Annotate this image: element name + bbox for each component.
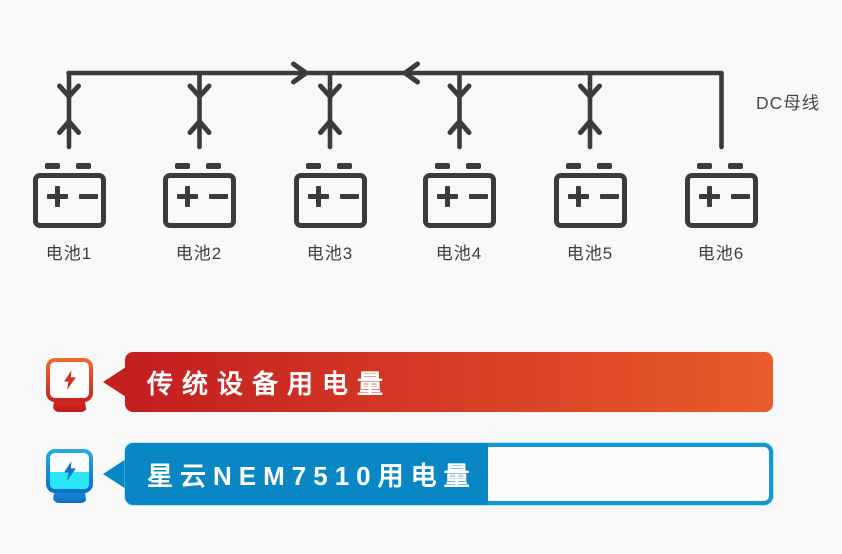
battery-terminal-minus [466, 163, 481, 169]
nem7510-usage-bar: 星云NEM7510用电量 [125, 443, 773, 505]
battery-3: 电池3 [294, 163, 367, 263]
bus-right-arrow [291, 61, 309, 85]
red-bar-tail [103, 367, 126, 397]
liquid-level [50, 472, 89, 489]
minus-sign [340, 194, 359, 199]
minus-sign [79, 194, 98, 199]
meter-screen [46, 449, 93, 493]
battery-terminal-plus [45, 163, 60, 169]
battery-body [294, 173, 367, 228]
dc-bus-line [66, 70, 724, 150]
plus-sign [308, 186, 329, 207]
power-meter-blue-icon [46, 449, 93, 503]
plus-sign [437, 186, 458, 207]
flow-up-arrows [57, 119, 602, 135]
battery-terminal-minus [76, 163, 91, 169]
battery-body [554, 173, 627, 228]
plus-sign [47, 186, 68, 207]
battery-terminal-minus [728, 163, 743, 169]
battery-label: 电池5 [566, 244, 614, 263]
battery-terminal-minus [597, 163, 612, 169]
nem7510-usage-label: 星云NEM7510用电量 [147, 460, 477, 491]
meter-foot [52, 493, 87, 503]
meter-inner [50, 453, 89, 489]
plus-sign [568, 186, 589, 207]
dc-bus-label: DC母线 [756, 93, 821, 113]
blue-bar-tail [103, 459, 126, 489]
meter-screen [46, 358, 93, 402]
battery-terminal-plus [566, 163, 581, 169]
battery-2: 电池2 [163, 163, 236, 263]
traditional-usage-bar: 传统设备用电量 [125, 352, 773, 412]
battery-body [423, 173, 496, 228]
battery-label: 电池3 [306, 244, 354, 263]
battery-1: 电池1 [33, 163, 106, 263]
battery-terminal-minus [206, 163, 221, 169]
traditional-usage-fill [125, 352, 773, 412]
meter-foot [52, 402, 87, 412]
lightning-bolt-icon [63, 370, 76, 390]
bus-left-arrow [402, 61, 420, 85]
plus-sign [177, 186, 198, 207]
lightning-bolt-icon [63, 461, 76, 481]
plus-sign [699, 186, 720, 207]
legend-row-traditional: 传统设备用电量 [0, 352, 842, 412]
minus-sign [469, 194, 488, 199]
battery-5: 电池5 [554, 163, 627, 263]
nem7510-usage-fill [125, 443, 488, 505]
meter-inner [50, 362, 89, 398]
battery-6: 电池6 [685, 163, 758, 263]
battery-4: 电池4 [423, 163, 496, 263]
battery-terminal-plus [306, 163, 321, 169]
battery-label: 电池1 [45, 244, 93, 263]
battery-terminal-plus [697, 163, 712, 169]
battery-body [685, 173, 758, 228]
battery-terminal-plus [435, 163, 450, 169]
power-meter-red-icon [46, 358, 93, 412]
battery-label: 电池6 [697, 244, 745, 263]
battery-terminal-minus [337, 163, 352, 169]
battery-label: 电池4 [435, 244, 483, 263]
battery-label: 电池2 [175, 244, 223, 263]
dc-bus-wiring [57, 61, 724, 150]
flow-down-arrows [57, 83, 602, 99]
battery-body [33, 173, 106, 228]
battery-drop-lines [66, 70, 593, 150]
battery-body [163, 173, 236, 228]
traditional-usage-label: 传统设备用电量 [147, 368, 393, 399]
legend-row-nem7510: 星云NEM7510用电量 [0, 443, 842, 505]
battery-terminal-plus [175, 163, 190, 169]
minus-sign [731, 194, 750, 199]
minus-sign [600, 194, 619, 199]
minus-sign [209, 194, 228, 199]
